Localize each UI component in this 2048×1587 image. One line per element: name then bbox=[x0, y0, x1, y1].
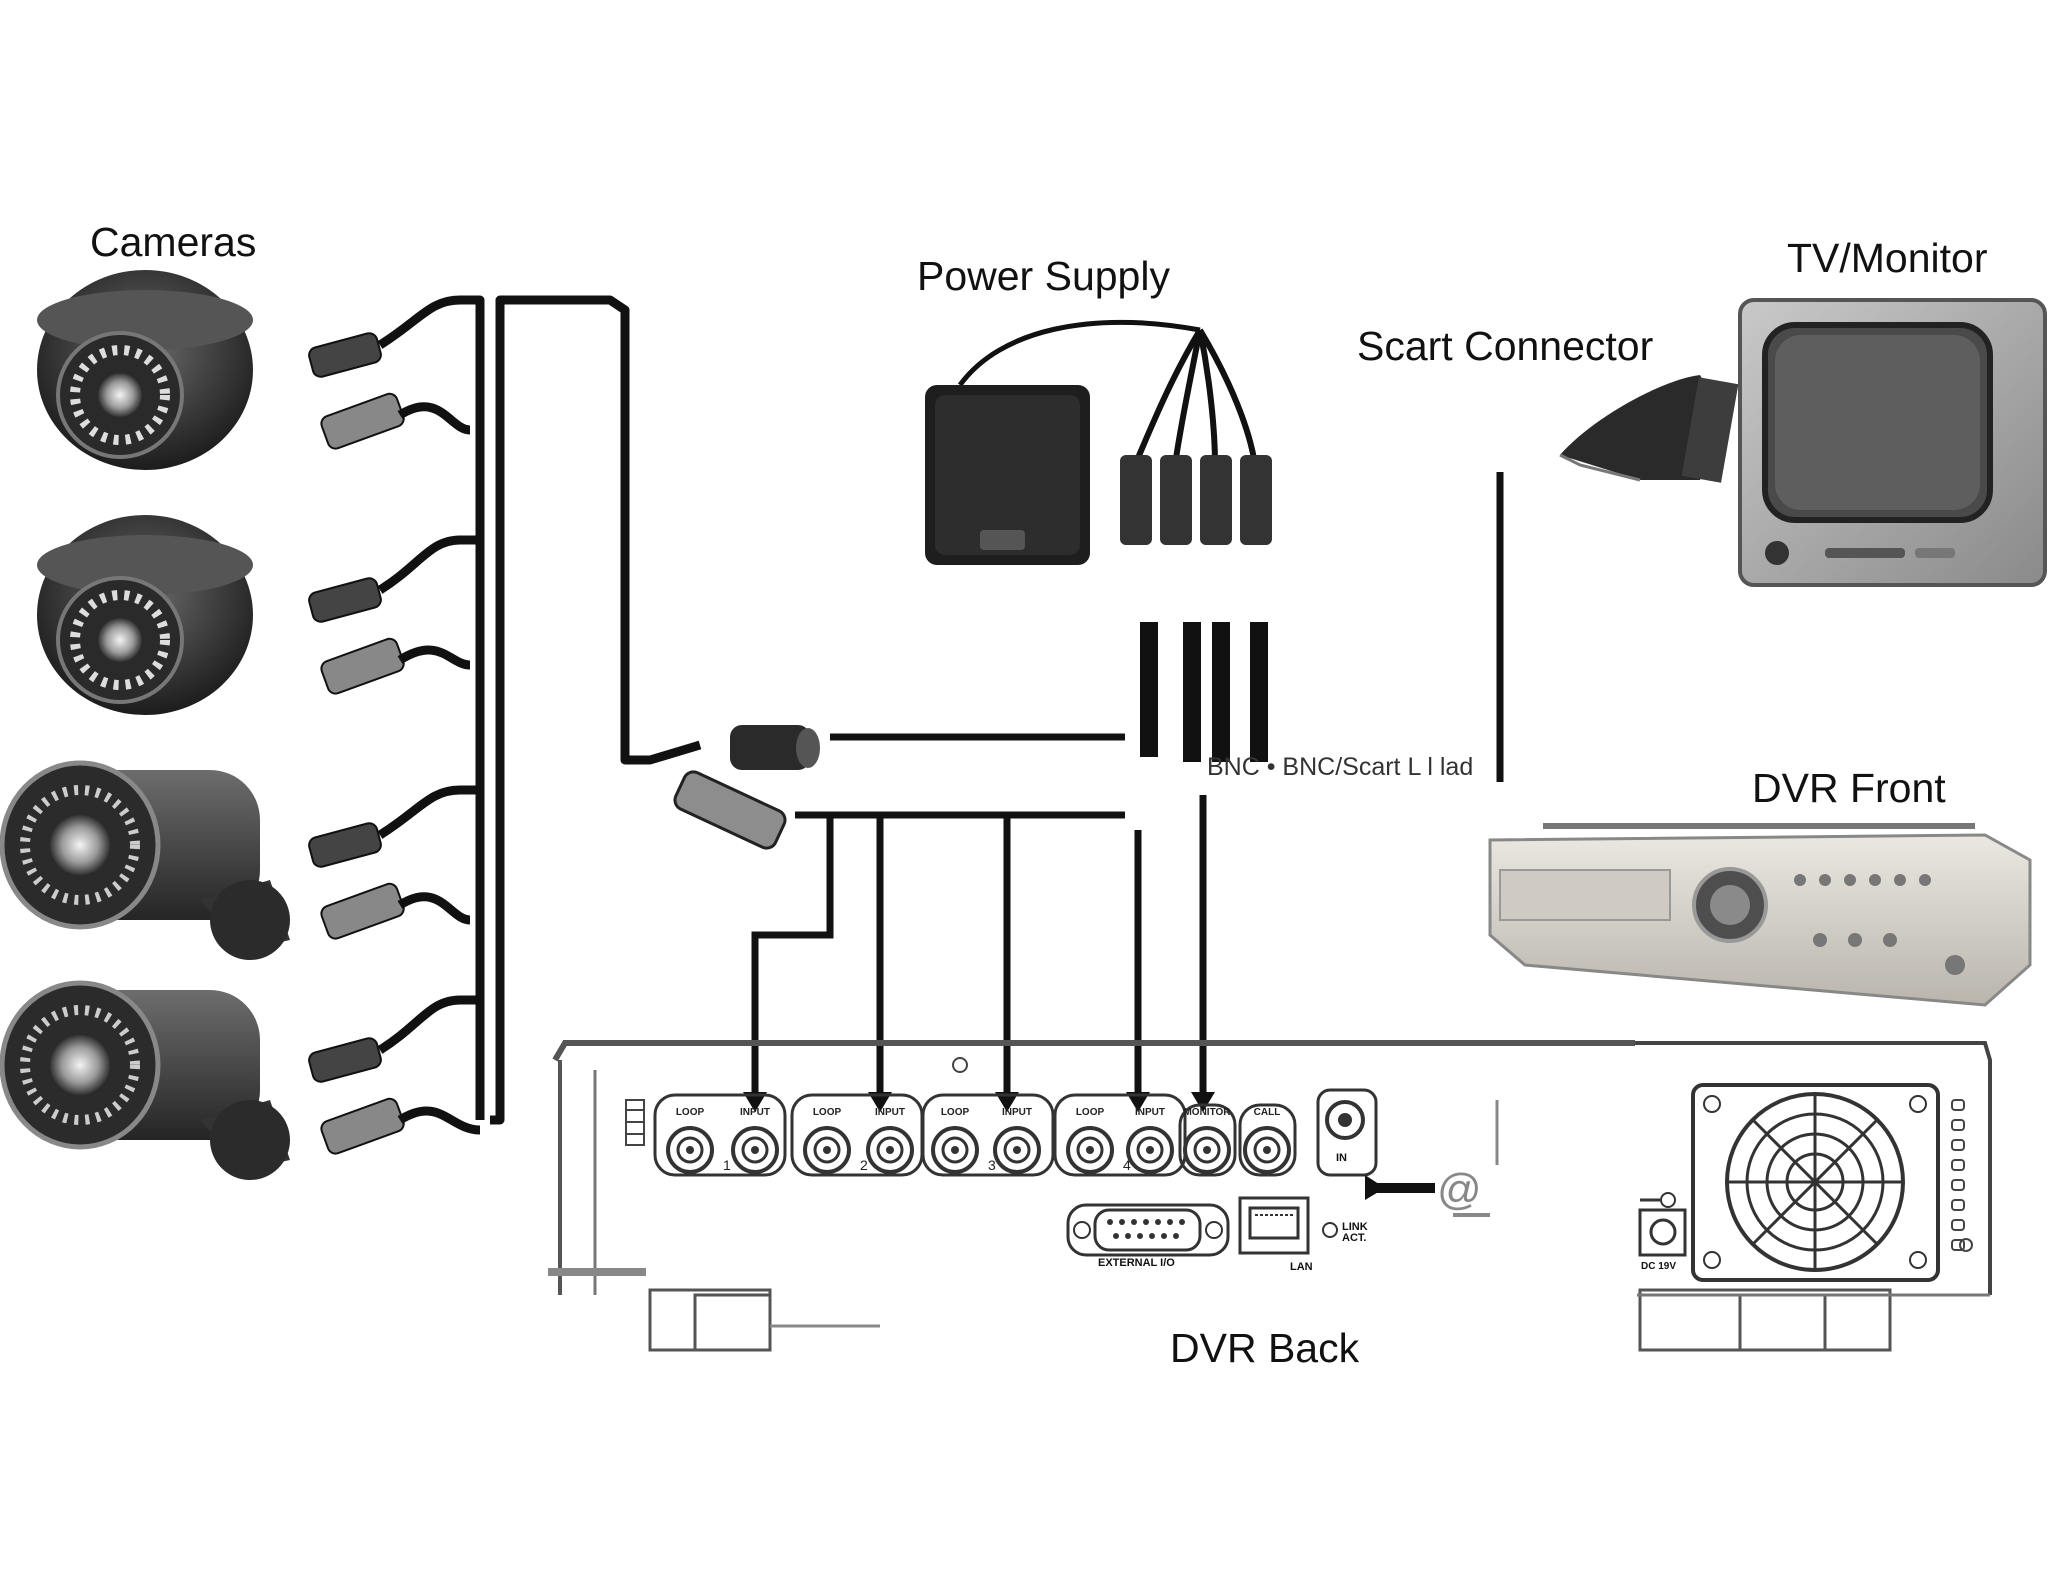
port-label-2: INPUT bbox=[740, 1107, 770, 1118]
dvr-bnc-ports bbox=[666, 1126, 1291, 1174]
port-label-10: CALL bbox=[1254, 1107, 1281, 1118]
port-label-6: INPUT bbox=[1002, 1107, 1032, 1118]
network-arrow bbox=[1365, 1100, 1499, 1217]
network-at-symbol: @ bbox=[1437, 1165, 1482, 1214]
dvr-back-panel bbox=[548, 1040, 1992, 1352]
dvr-front-unit bbox=[1488, 823, 2032, 1007]
side-vents bbox=[1951, 1099, 1973, 1252]
bnc-port-10[interactable] bbox=[1243, 1126, 1291, 1174]
camera-dome-2 bbox=[37, 515, 253, 715]
camera-dome-1 bbox=[37, 270, 253, 470]
cameras-label: Cameras bbox=[90, 219, 257, 265]
link-act-label: LINK ACT. bbox=[1342, 1221, 1368, 1244]
power-supply-label: Power Supply bbox=[917, 253, 1170, 299]
camera-bullet-3 bbox=[0, 760, 290, 960]
lan-port[interactable] bbox=[1238, 1196, 1310, 1255]
port-label-1: LOOP bbox=[676, 1107, 705, 1118]
signal-arrowheads bbox=[743, 1092, 1215, 1112]
bnc-port-2[interactable] bbox=[731, 1126, 779, 1174]
port-label-9: MONITOR bbox=[1183, 1107, 1231, 1118]
tv-monitor bbox=[1738, 298, 2047, 587]
bnc-port-3[interactable] bbox=[803, 1126, 851, 1174]
bnc-port-4[interactable] bbox=[866, 1126, 914, 1174]
in-jack-label: IN bbox=[1336, 1152, 1347, 1164]
bnc-port-7[interactable] bbox=[1066, 1126, 1114, 1174]
bnc-port-8[interactable] bbox=[1126, 1126, 1174, 1174]
tv-monitor-label: TV/Monitor bbox=[1787, 235, 1988, 281]
port-number-3: 3 bbox=[988, 1157, 996, 1173]
port-label-7: LOOP bbox=[1076, 1107, 1105, 1118]
scart-connector-label: Scart Connector bbox=[1357, 323, 1654, 369]
lan-label: LAN bbox=[1290, 1261, 1313, 1273]
port-label-3: LOOP bbox=[813, 1107, 842, 1118]
external-io-label: EXTERNAL I/O bbox=[1098, 1257, 1175, 1269]
dvr-back-label: DVR Back bbox=[1170, 1325, 1360, 1371]
camera-connectors bbox=[308, 332, 405, 1155]
dc-label: DC 19V bbox=[1641, 1261, 1677, 1272]
camera-bullet-4 bbox=[0, 980, 290, 1180]
harness-output-connectors bbox=[673, 725, 820, 850]
signal-lines bbox=[751, 472, 1504, 1098]
link-act-led bbox=[1322, 1222, 1338, 1238]
port-label-5: LOOP bbox=[941, 1107, 970, 1118]
bnc-port-1[interactable] bbox=[666, 1126, 714, 1174]
dvr-front-label: DVR Front bbox=[1752, 765, 1946, 811]
bnc-note-label: BNC • BNC/Scart L l lad bbox=[1207, 753, 1474, 781]
port-number-1: 1 bbox=[723, 1157, 731, 1173]
bnc-port-6[interactable] bbox=[993, 1126, 1041, 1174]
external-io-connector[interactable] bbox=[1066, 1203, 1230, 1257]
dvr-port-labels: LOOP 1 INPUT LOOP 2 INPUT LOOP 3 INPUT LOOP 4 INPUT… bbox=[676, 1107, 1281, 1173]
power-supply-unit bbox=[925, 319, 1272, 565]
bnc-port-9[interactable] bbox=[1183, 1126, 1231, 1174]
camera-cable-harness bbox=[377, 295, 702, 1135]
bnc-port-5[interactable] bbox=[931, 1126, 979, 1174]
port-label-8: INPUT bbox=[1135, 1107, 1165, 1118]
power-cable-bars bbox=[1140, 622, 1268, 762]
dc-power-jack[interactable] bbox=[1638, 1192, 1687, 1257]
dvr-port-groups bbox=[653, 1088, 1378, 1177]
port-label-4: INPUT bbox=[875, 1107, 905, 1118]
scart-connector-plug bbox=[1559, 375, 1739, 483]
port-number-2: 2 bbox=[860, 1157, 868, 1173]
dvr-in-jack[interactable] bbox=[1325, 1100, 1365, 1140]
cooling-fan-grille bbox=[1691, 1083, 1940, 1282]
port-number-4: 4 bbox=[1123, 1157, 1131, 1173]
